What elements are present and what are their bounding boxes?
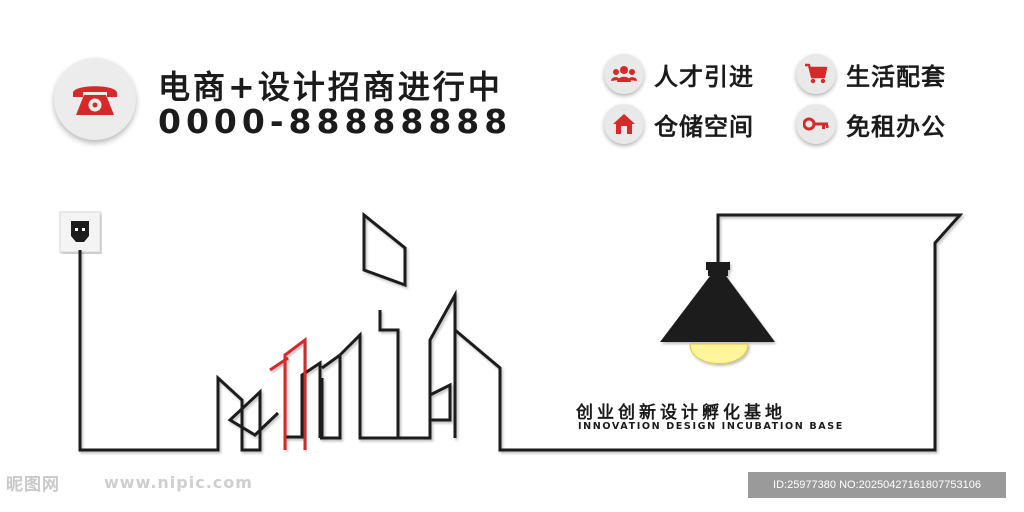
phone-number: 0000-88888888 bbox=[158, 102, 513, 141]
feature-living: 生活配套 bbox=[796, 54, 946, 94]
watermark-logo: 昵图网 bbox=[6, 475, 60, 495]
feature-label: 生活配套 bbox=[846, 62, 946, 91]
feature-badge bbox=[604, 54, 644, 94]
house-icon bbox=[613, 114, 635, 134]
feature-talent: 人才引进 bbox=[604, 54, 754, 94]
feature-badge bbox=[604, 104, 644, 144]
phone-badge bbox=[54, 58, 136, 140]
feature-storage: 仓储空间 bbox=[604, 104, 754, 144]
telephone-icon bbox=[73, 86, 117, 115]
key-icon bbox=[803, 117, 829, 131]
shopping-cart-icon bbox=[805, 63, 828, 84]
slogan-chinese: 创业创新设计孵化基地 bbox=[576, 403, 786, 423]
city-skyline-line bbox=[78, 211, 964, 452]
slogan-english: INNOVATION DESIGN INCUBATION BASE bbox=[578, 421, 844, 432]
feature-label: 免租办公 bbox=[846, 112, 946, 141]
feature-free-office: 免租办公 bbox=[796, 104, 946, 144]
feature-label: 人才引进 bbox=[654, 62, 754, 91]
feature-badge bbox=[796, 104, 836, 144]
pendant-lamp-icon bbox=[660, 262, 775, 364]
wall-socket-icon bbox=[59, 211, 101, 253]
red-accent-building bbox=[269, 337, 307, 450]
feature-label: 仓储空间 bbox=[654, 112, 754, 141]
feature-badge bbox=[796, 54, 836, 94]
watermark-url: www.nipic.com bbox=[104, 473, 253, 492]
people-icon bbox=[611, 66, 637, 82]
watermark-id: ID:25977380 NO:20250427161807753106 bbox=[748, 472, 1006, 498]
recruitment-headline: 电商+设计招商进行中 bbox=[158, 68, 503, 106]
